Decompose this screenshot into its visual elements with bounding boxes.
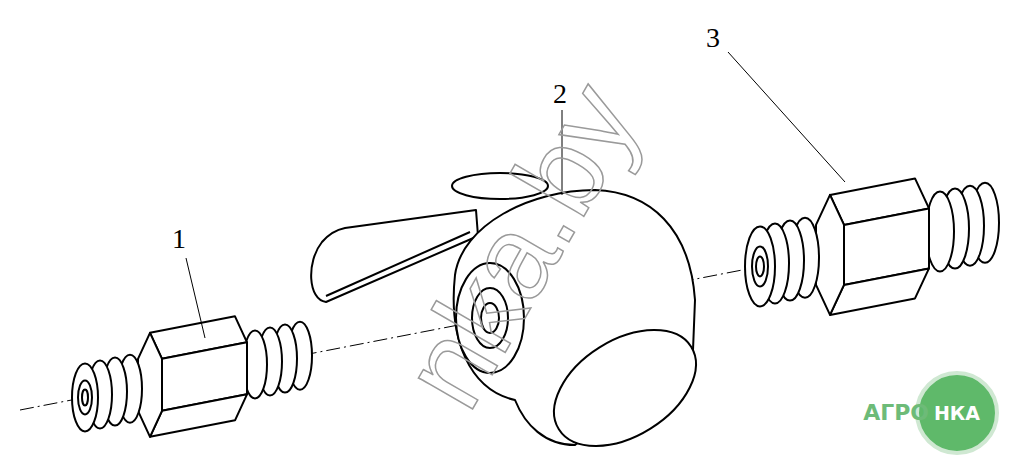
fitting-1	[72, 316, 312, 437]
logo-text: НКА	[934, 404, 980, 423]
leader-line	[186, 258, 205, 338]
fitting-3	[745, 178, 999, 315]
leader-line	[728, 52, 845, 182]
callout-number: 3	[706, 24, 720, 52]
logo-circle	[917, 373, 997, 453]
logo-text: АГРО	[863, 402, 929, 424]
callout-number: 1	[172, 225, 186, 253]
